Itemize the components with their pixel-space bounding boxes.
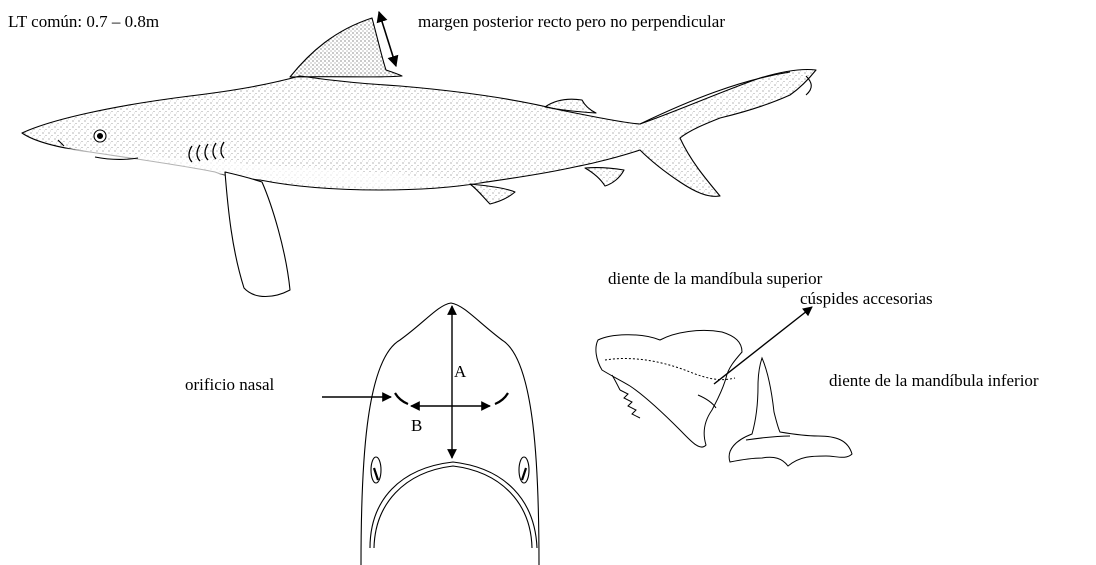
left-eye-ventral (371, 457, 381, 483)
shark-lateral-view (22, 18, 816, 297)
pectoral-fin (225, 172, 290, 297)
ventral-mouth (370, 462, 537, 548)
lower-tooth-label: diente de la mandíbula inferior (829, 372, 1039, 389)
pelvic-fin (470, 184, 515, 204)
left-nostril (395, 393, 408, 404)
right-nostril (495, 393, 508, 404)
upper-jaw-tooth (596, 330, 742, 447)
head-outline (361, 303, 539, 565)
anal-fin (585, 168, 624, 186)
dorsal-margin-label: margen posterior recto pero no perpendic… (418, 13, 725, 30)
right-eye-ventral (519, 457, 529, 483)
size-range-label: LT común: 0.7 – 0.8m (8, 13, 159, 30)
measure-a-label: A (454, 363, 466, 380)
nostril-label: orificio nasal (185, 376, 274, 393)
first-dorsal-fin (290, 18, 402, 77)
upper-tooth-label: diente de la mandíbula superior (608, 270, 822, 287)
accessory-cusps-label: cúspides accesorias (800, 290, 933, 307)
ventral-head-view (361, 303, 539, 565)
measure-b-label: B (411, 417, 422, 434)
